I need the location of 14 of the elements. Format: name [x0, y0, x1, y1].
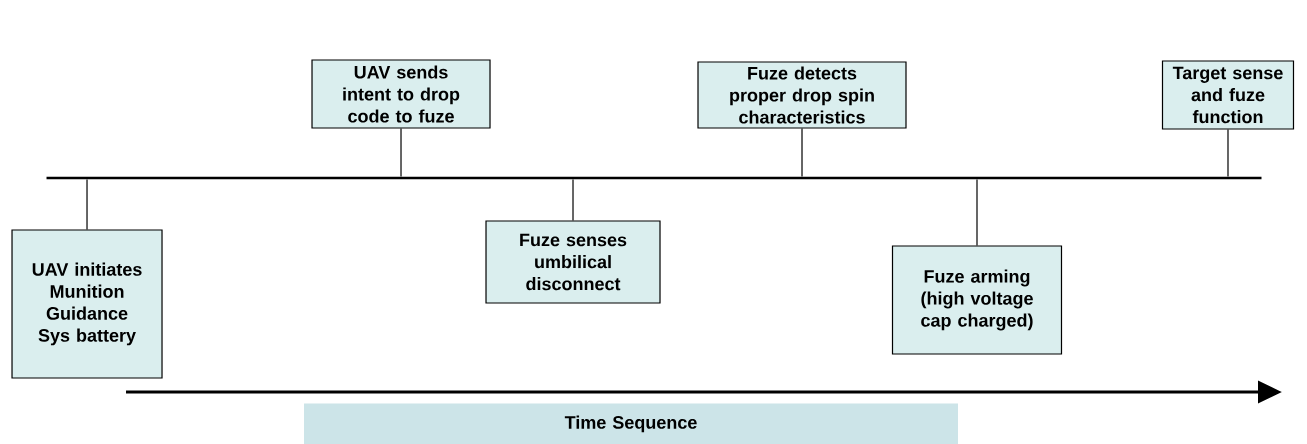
event-box: Target sense and fuze function: [1161, 60, 1295, 130]
leader-line: [1227, 129, 1229, 178]
leader-line: [86, 178, 88, 230]
event-box: Fuze detects proper drop spin characteristics: [697, 61, 907, 129]
timeline: [46, 176, 1262, 180]
leader-line: [400, 128, 402, 178]
leader-line: [801, 128, 803, 178]
event-box: UAV initiates Munition Guidance Sys battery: [11, 229, 163, 379]
leader-line: [572, 178, 574, 221]
leader-line: [976, 178, 978, 246]
event-box: Fuze senses umbilical disconnect: [485, 220, 661, 304]
event-box: Fuze arming (high voltage cap charged): [891, 245, 1063, 355]
caption-band: Time Sequence: [304, 403, 958, 444]
event-box: UAV sends intent to drop code to fuze: [311, 59, 491, 129]
